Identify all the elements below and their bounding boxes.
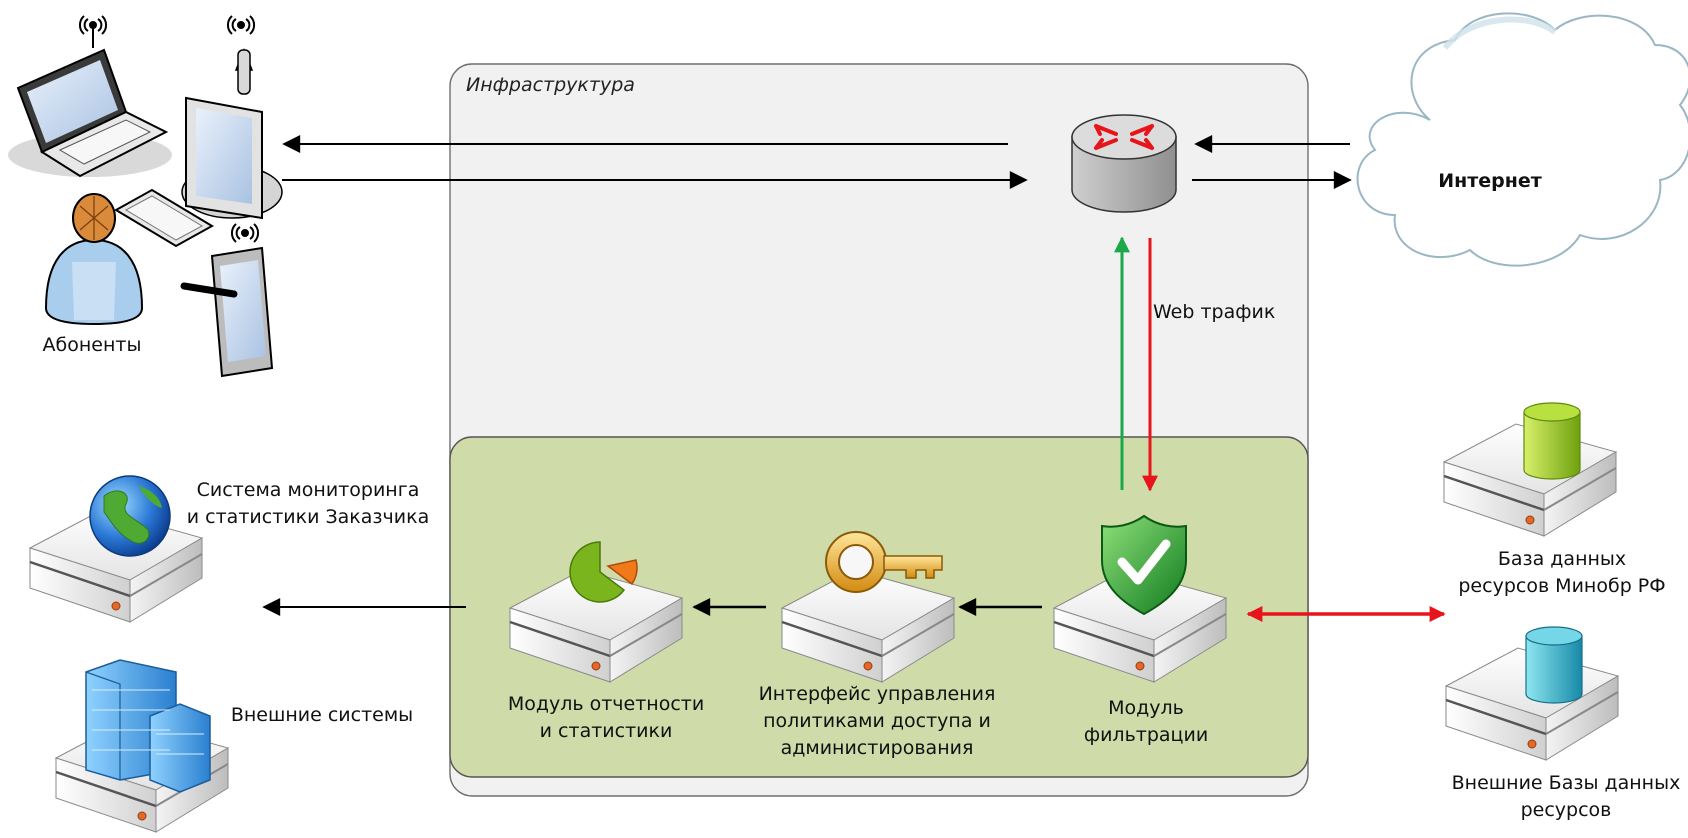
database-green-icon [1523, 402, 1581, 480]
reporting-module-server [508, 541, 684, 684]
filter-module-server [1052, 514, 1228, 684]
buildings-icon [85, 659, 211, 793]
filter-module-label-line1: Модуль [1108, 697, 1184, 719]
filter-module-label-line2: фильтрации [1083, 724, 1209, 746]
monitoring-label-line2: и статистики Заказчика [186, 506, 430, 528]
wifi-icon [230, 223, 260, 243]
filter-module-label: Модуль фильтрации [1056, 695, 1236, 749]
reporting-module-label-line1: Модуль отчетности [507, 693, 705, 715]
policy-interface-label-line1: Интерфейс управления [758, 683, 996, 705]
subscribers-label-text: Абоненты [42, 334, 142, 356]
web-traffic-label: Web трафик [1153, 301, 1276, 323]
external-systems-label: Внешние системы [222, 702, 422, 729]
policy-interface-label-line3: администирования [780, 737, 974, 759]
policy-interface-label: Интерфейс управления политиками доступа … [744, 681, 1010, 762]
wifi-icon [226, 15, 256, 35]
subscriber-devices [8, 15, 283, 378]
minobr-db-label-line1: База данных [1497, 548, 1627, 570]
minobr-db-label-line2: ресурсов Минобр РФ [1458, 575, 1666, 597]
monitoring-label: Система мониторинга и статистики Заказчи… [180, 477, 436, 531]
external-systems-label-text: Внешние системы [230, 704, 414, 726]
wifi-icon [78, 15, 108, 48]
tablet-icon [180, 246, 274, 378]
internet-label: Интернет [1438, 170, 1542, 192]
shield-check-icon [1101, 514, 1187, 616]
policy-interface-label-line2: политиками доступа и [763, 710, 991, 732]
minobr-db-label: База данных ресурсов Минобр РФ [1444, 546, 1680, 600]
subscribers-label: Абоненты [22, 332, 162, 359]
pie-chart-icon [569, 541, 638, 603]
monitoring-server [28, 475, 204, 624]
cloud-icon [1356, 12, 1688, 267]
globe-icon [89, 475, 171, 557]
monitoring-label-line1: Система мониторинга [196, 479, 420, 501]
reporting-module-label: Модуль отчетности и статистики [486, 691, 726, 745]
database-blue-icon [1525, 626, 1583, 704]
external-db-label: Внешние Базы данных ресурсов [1448, 770, 1684, 824]
external-systems-server [54, 659, 230, 834]
user-icon [44, 193, 144, 326]
infrastructure-title: Инфраструктура [466, 74, 635, 96]
external-db-label-line1: Внешние Базы данных [1451, 772, 1681, 794]
keyboard-icon [114, 188, 214, 248]
key-icon [825, 531, 943, 593]
laptop-icon [8, 48, 172, 178]
minobr-database-server [1442, 402, 1618, 538]
external-db-label-line2: ресурсов [1520, 799, 1612, 821]
router-icon [1071, 114, 1177, 213]
desktop-icon [181, 47, 283, 220]
policy-interface-server [780, 531, 956, 684]
reporting-module-label-line2: и статистики [539, 720, 673, 742]
external-databases-server [1444, 626, 1620, 762]
